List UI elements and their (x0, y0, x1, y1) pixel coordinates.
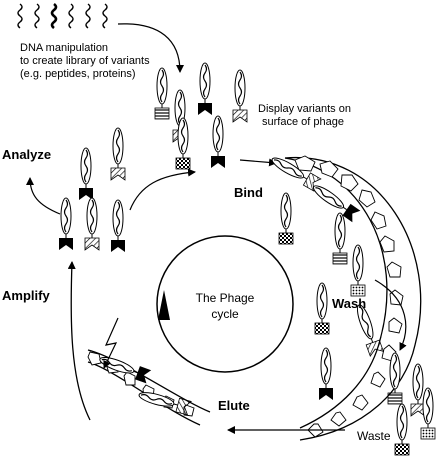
elution-lightning-icon (103, 317, 119, 369)
analyze-phage-cluster (59, 128, 125, 252)
elute-label: Elute (218, 398, 250, 413)
cycle-label-line2: cycle (211, 307, 239, 321)
dna-library (17, 2, 108, 30)
wash-label: Wash (332, 296, 367, 311)
bind-label: Bind (234, 185, 263, 200)
dna-label-line3: (e.g. peptides, proteins) (20, 68, 136, 80)
dna-label-line2: to create library of variants (20, 55, 150, 67)
cycle-label-line1: The Phage (195, 291, 255, 305)
target-surface (284, 155, 422, 441)
displayed-phage-variants (155, 63, 247, 169)
phage-cycle (156, 235, 294, 373)
display-label-line2: surface of phage (262, 116, 344, 128)
amplify-label: Amplify (2, 288, 50, 303)
eluted-phages (98, 352, 192, 414)
to-bind-arrow (129, 168, 196, 211)
amplify-arrow (67, 261, 91, 421)
waste-phages (388, 353, 435, 455)
waste-label: Waste (357, 429, 391, 443)
library-to-display-arrow (117, 23, 184, 73)
analyze-label: Analyze (2, 147, 52, 162)
bound-phages (269, 153, 384, 400)
dna-label-line1: DNA manipulation (20, 42, 109, 54)
wash-arrow (374, 279, 407, 351)
analyze-arrow (26, 177, 61, 215)
display-label-line1: Display variants on (258, 103, 351, 115)
display-to-bind-arrow (239, 158, 277, 167)
